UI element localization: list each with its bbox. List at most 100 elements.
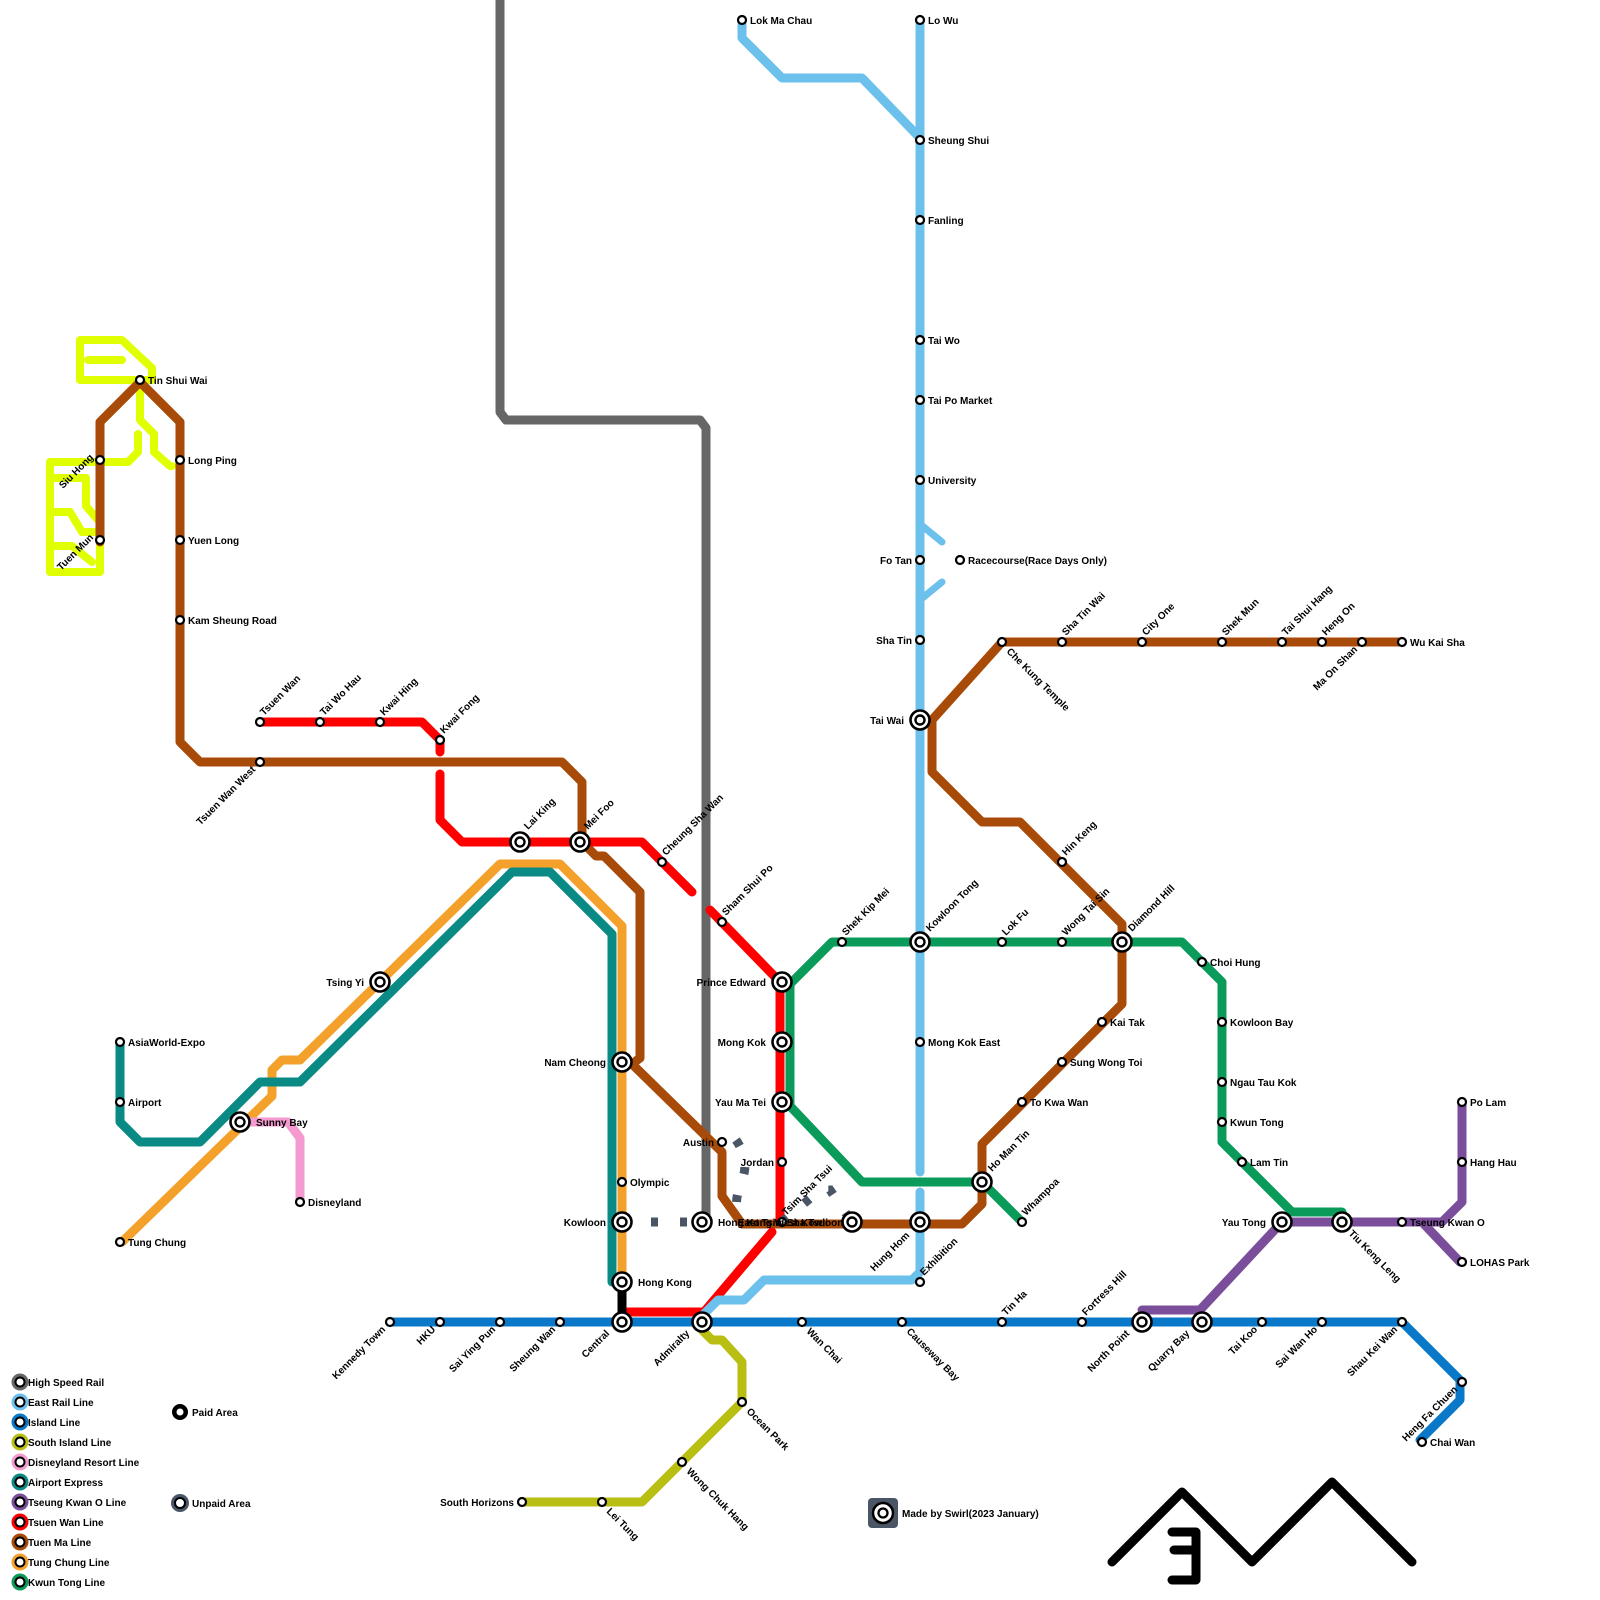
station-lohas-park[interactable]: LOHAS Park <box>1458 1258 1530 1269</box>
station-disneyland[interactable]: Disneyland <box>296 1198 361 1209</box>
station-marker <box>1458 1258 1466 1266</box>
station-label: Po Lam <box>1470 1098 1506 1109</box>
station-hin-keng[interactable]: Hin Keng <box>1058 819 1099 866</box>
station-ocean-park[interactable]: Ocean Park <box>738 1398 791 1453</box>
station-prince-edward[interactable]: Prince Edward <box>697 973 792 992</box>
station-tai-wai[interactable]: Tai Wai <box>870 711 929 730</box>
legend-item: Tseung Kwan O Line <box>12 1494 127 1511</box>
station-kwun-tong[interactable]: Kwun Tong <box>1218 1118 1284 1129</box>
tseung-kwan-o-line <box>1142 1102 1462 1310</box>
tsuen-wan-line <box>260 722 440 752</box>
station-label: To Kwa Wan <box>1030 1098 1088 1109</box>
legend-item: Island Line <box>12 1414 81 1431</box>
station-label: LOHAS Park <box>1470 1258 1530 1269</box>
station-sham-shui-po[interactable]: Sham Shui Po <box>718 863 776 926</box>
station-kowloon-bay[interactable]: Kowloon Bay <box>1218 1018 1294 1029</box>
station-hang-hau[interactable]: Hang Hau <box>1458 1158 1517 1169</box>
station-marker <box>1458 1098 1466 1106</box>
station-marker <box>1458 1158 1466 1166</box>
station-causeway-bay[interactable]: Causeway Bay <box>898 1318 961 1384</box>
station-label: Lok Ma Chau <box>750 16 812 27</box>
station-yuen-long[interactable]: Yuen Long <box>176 536 239 547</box>
interchange-marker <box>613 1053 632 1072</box>
station-nam-cheong[interactable]: Nam Cheong <box>544 1053 631 1072</box>
station-label: Olympic <box>630 1178 670 1189</box>
station-sheung-wan[interactable]: Sheung Wan <box>508 1318 564 1375</box>
station-marker <box>176 456 184 464</box>
station-label: Ma On Shan <box>1311 644 1360 693</box>
station-sheung-shui[interactable]: Sheung Shui <box>916 136 989 147</box>
station-marker <box>1398 1218 1406 1226</box>
station-tai-po-market[interactable]: Tai Po Market <box>916 396 993 407</box>
station-label: Tseung Kwan O <box>1410 1218 1485 1229</box>
station-marker <box>738 1398 746 1406</box>
station-kennedy-town[interactable]: Kennedy Town <box>331 1318 394 1382</box>
station-mong-kok-east[interactable]: Mong Kok East <box>916 1038 1001 1049</box>
high-speed-rail-line <box>500 0 706 1112</box>
station-south-horizons[interactable]: South Horizons <box>440 1498 526 1509</box>
station-tseung-kwan-o[interactable]: Tseung Kwan O <box>1398 1218 1485 1229</box>
station-sai-ying-pun[interactable]: Sai Ying Pun <box>448 1318 504 1375</box>
station-whampoa[interactable]: Whampoa <box>1018 1176 1062 1226</box>
station-tsim-sha-tsui[interactable]: Tsim Sha Tsui <box>778 1163 835 1226</box>
station-label: Yau Tong <box>1222 1218 1266 1229</box>
station-marker <box>1098 1018 1106 1026</box>
station-label: Yau Ma Tei <box>715 1098 766 1109</box>
station-hong-kong-west-kowloon[interactable]: Hong Kong West Kowloon <box>693 1213 844 1232</box>
station-sung-wong-toi[interactable]: Sung Wong Toi <box>1058 1058 1143 1069</box>
legend-item: Airport Express <box>12 1474 104 1491</box>
station-label: Sai Wan Ho <box>1274 1324 1320 1370</box>
station-yau-tong[interactable]: Yau Tong <box>1222 1213 1292 1232</box>
station-sunny-bay[interactable]: Sunny Bay <box>231 1113 309 1132</box>
station-tsing-yi[interactable]: Tsing Yi <box>326 973 389 992</box>
interchange-marker <box>773 1033 792 1052</box>
station-marker <box>1218 1118 1226 1126</box>
station-label: Lam Tin <box>1250 1158 1288 1169</box>
legend-label: East Rail Line <box>28 1398 94 1409</box>
station-label: Choi Hung <box>1210 958 1261 969</box>
station-marker <box>518 1498 526 1506</box>
station-kai-tak[interactable]: Kai Tak <box>1098 1018 1145 1029</box>
station-che-kung-temple[interactable]: Che Kung Temple <box>998 638 1072 714</box>
station-shau-kei-wan[interactable]: Shau Kei Wan <box>1345 1318 1406 1379</box>
station-marker <box>916 476 924 484</box>
legend-label: Tuen Ma Line <box>28 1538 92 1549</box>
station-shek-kip-mei[interactable]: Shek Kip Mei <box>838 886 892 946</box>
station-label: Long Ping <box>188 456 237 467</box>
station-label: Hin Keng <box>1060 819 1099 858</box>
east-rail-line <box>742 20 920 138</box>
station-marker <box>1058 938 1066 946</box>
station-marker <box>116 1238 124 1246</box>
station-label: City One <box>1140 601 1177 638</box>
station-label: Prince Edward <box>697 978 766 989</box>
station-long-ping[interactable]: Long Ping <box>176 456 237 467</box>
station-cheung-sha-wan[interactable]: Cheung Sha Wan <box>658 792 726 866</box>
station-university[interactable]: University <box>916 476 977 487</box>
station-kam-sheung-road[interactable]: Kam Sheung Road <box>176 616 277 627</box>
station-label: Central <box>580 1328 612 1360</box>
station-kwai-fong[interactable]: Kwai Fong <box>436 693 482 744</box>
legend-item: Kwun Tong Line <box>12 1574 106 1591</box>
station-racecourse[interactable]: Racecourse(Race Days Only) <box>956 556 1107 567</box>
station-wong-chuk-hang[interactable]: Wong Chuk Hang <box>678 1458 750 1533</box>
station-label: Chai Wan <box>1430 1438 1475 1449</box>
station-label: Kowloon <box>564 1218 606 1229</box>
station-label: Admiralty <box>652 1328 693 1369</box>
station-tsuen-wan-west[interactable]: Tsuen Wan West <box>195 758 264 828</box>
station-yau-ma-tei[interactable]: Yau Ma Tei <box>715 1093 791 1112</box>
station-fortress-hill[interactable]: Fortress Hill <box>1078 1269 1130 1326</box>
station-asiaworld-expo[interactable]: AsiaWorld-Expo <box>116 1038 205 1049</box>
station-wu-kai-sha[interactable]: Wu Kai Sha <box>1398 638 1465 649</box>
legend-label: Airport Express <box>28 1478 103 1489</box>
station-hong-kong[interactable]: Hong Kong <box>613 1273 692 1292</box>
station-marker <box>956 556 964 564</box>
station-label: Sha Tin <box>876 636 912 647</box>
station-wong-tai-sin[interactable]: Wong Tai Sin <box>1058 886 1112 946</box>
station-lok-ma-chau[interactable]: Lok Ma Chau <box>738 16 812 27</box>
station-label: Lai King <box>522 796 558 832</box>
station-ngau-tau-kok[interactable]: Ngau Tau Kok <box>1218 1078 1297 1089</box>
paid-area-legend: Paid Area <box>172 1404 238 1420</box>
station-kowloon[interactable]: Kowloon <box>564 1213 632 1232</box>
station-mong-kok[interactable]: Mong Kok <box>718 1033 792 1052</box>
logo-mark <box>1112 1482 1412 1580</box>
